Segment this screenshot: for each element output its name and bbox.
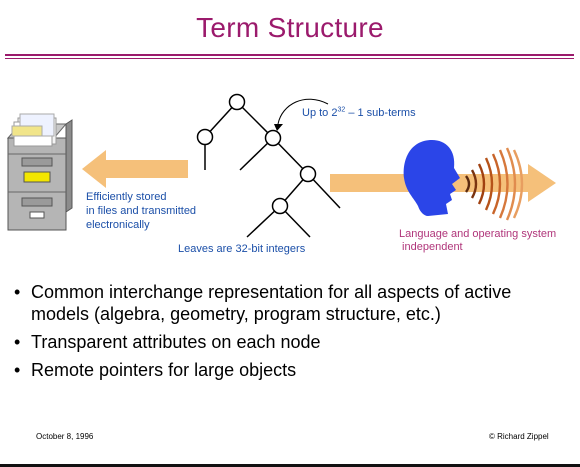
pointer-arrow-icon [274, 98, 329, 131]
language-caption-line: independent [399, 241, 463, 253]
paper-stack [11, 113, 57, 147]
subterms-caption: Up to 232 – 1 sub-terms [302, 106, 452, 120]
footer-copyright: © Richard Zippel [489, 432, 549, 441]
file-cabinet-icon [6, 113, 73, 231]
subterms-suffix: – 1 sub-terms [345, 107, 416, 119]
storage-caption-line: Efficiently stored [86, 191, 167, 203]
bullet-text: Remote pointers for large objects [31, 360, 297, 380]
bullet-item: • Transparent attributes on each node [14, 331, 574, 353]
title-rule [5, 54, 574, 56]
storage-caption: Efficiently stored in files and transmit… [86, 190, 226, 232]
subterms-exponent: 32 [337, 106, 346, 114]
footer-date: October 8, 1996 [36, 432, 94, 441]
bullet-icon: • [14, 332, 21, 352]
bullet-text: Common interchange representation for al… [31, 282, 512, 324]
head-icon [403, 140, 460, 216]
bullet-text: Transparent attributes on each node [31, 332, 321, 352]
bullet-list: • Common interchange representation for a… [14, 281, 574, 387]
bullet-icon: • [14, 360, 21, 380]
language-caption: Language and operating system independen… [399, 228, 579, 254]
tree-icon [196, 93, 341, 238]
language-caption-line: Language and operating system [399, 228, 557, 240]
bullet-item: • Remote pointers for large objects [14, 359, 574, 381]
title-rule-thin [5, 58, 574, 59]
subterms-prefix: Up to 2 [302, 107, 338, 119]
leaves-caption: Leaves are 32-bit integers [178, 243, 306, 255]
frame-border-bottom [0, 464, 580, 467]
bullet-item: • Common interchange representation for a… [14, 281, 574, 325]
arrow-icon-left [82, 150, 188, 188]
bullet-icon: • [14, 282, 21, 302]
sound-waves-icon [465, 147, 524, 221]
storage-caption-line: in files and transmitted [86, 205, 197, 217]
storage-caption-line: electronically [86, 219, 150, 231]
page-title: Term Structure [196, 12, 384, 43]
